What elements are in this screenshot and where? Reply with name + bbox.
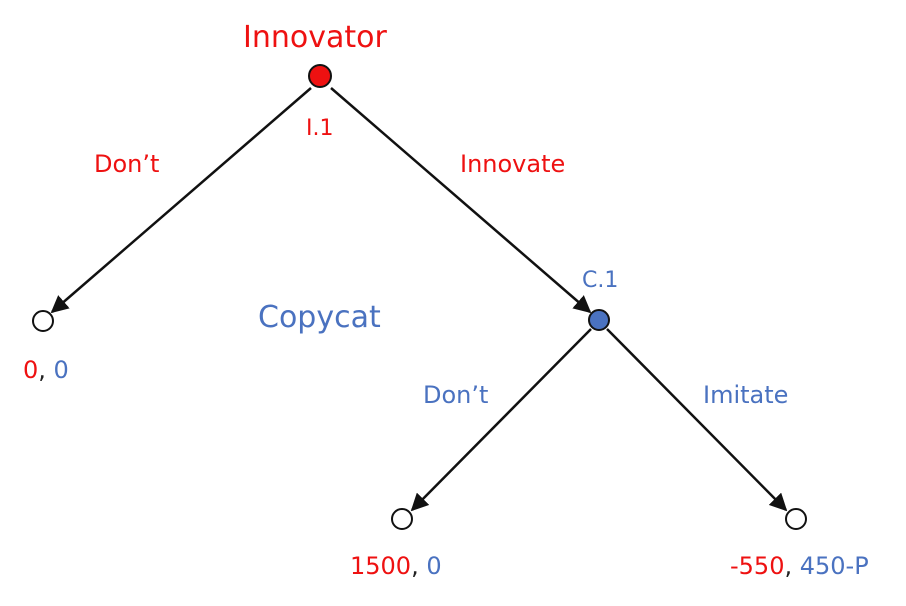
terminal-node-right bbox=[785, 508, 807, 530]
payoff-left-copycat: 0 bbox=[53, 356, 69, 384]
edge-innovator-dont bbox=[50, 87, 312, 314]
payoff-right-innovator: -550 bbox=[730, 552, 785, 580]
edge-innovator-innovate bbox=[330, 87, 592, 314]
payoff-right-copycat: 450-P bbox=[799, 552, 869, 580]
copycat-node-id: C.1 bbox=[582, 268, 619, 293]
payoff-left: 0, 0 bbox=[23, 356, 69, 384]
payoff-middle-innovator: 1500 bbox=[350, 552, 412, 580]
action-innovator-innovate: Innovate bbox=[460, 150, 566, 178]
payoff-right: -550, 450-P bbox=[730, 552, 869, 580]
payoff-left-innovator: 0 bbox=[23, 356, 39, 384]
payoff-right-separator: , bbox=[784, 552, 800, 580]
copycat-player-label: Copycat bbox=[258, 300, 381, 335]
action-innovator-dont: Don’t bbox=[94, 150, 160, 178]
innovator-player-label: Innovator bbox=[243, 20, 387, 55]
action-copycat-dont: Don’t bbox=[423, 381, 489, 409]
payoff-middle-copycat: 0 bbox=[426, 552, 442, 580]
innovator-decision-node bbox=[308, 64, 332, 88]
payoff-middle: 1500, 0 bbox=[350, 552, 442, 580]
edge-copycat-dont bbox=[410, 328, 592, 512]
payoff-left-separator: , bbox=[38, 356, 54, 384]
edge-copycat-imitate bbox=[606, 328, 788, 512]
action-copycat-imitate: Imitate bbox=[703, 381, 789, 409]
terminal-node-left bbox=[32, 310, 54, 332]
copycat-decision-node bbox=[588, 309, 610, 331]
terminal-node-middle bbox=[391, 508, 413, 530]
payoff-middle-separator: , bbox=[411, 552, 427, 580]
innovator-node-id: I.1 bbox=[306, 116, 334, 141]
